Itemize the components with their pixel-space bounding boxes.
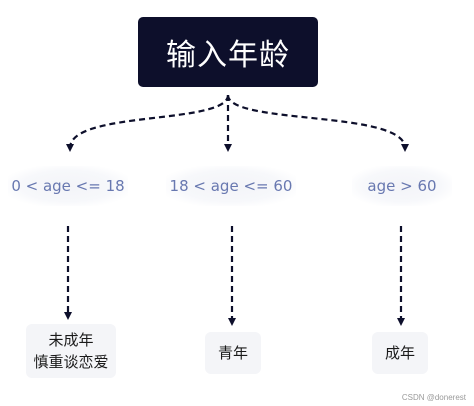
arrow-root-to-cond-3 (226, 94, 409, 152)
condition-label-1: 0 < age <= 18 (11, 177, 125, 195)
condition-node-3: age > 60 (352, 166, 452, 206)
arrow-root-to-cond-1 (66, 94, 230, 152)
condition-node-1: 0 < age <= 18 (8, 166, 128, 206)
result-3-label: 成年 (384, 344, 415, 362)
root-node: 输入年龄 (138, 17, 318, 87)
result-node-3: 成年 (372, 332, 428, 374)
condition-label-3: age > 60 (367, 177, 437, 195)
result-node-1: 未成年 慎重谈恋爱 (26, 324, 116, 378)
result-node-2: 青年 (205, 332, 261, 374)
result-1-line-1: 未成年 (48, 331, 94, 349)
condition-label-2: 18 < age <= 60 (169, 177, 293, 195)
watermark: CSDN @donerest (401, 393, 466, 402)
root-label: 输入年龄 (166, 38, 290, 73)
result-1-line-2: 慎重谈恋爱 (33, 353, 109, 371)
condition-node-2: 18 < age <= 60 (166, 166, 296, 206)
result-2-label: 青年 (217, 344, 248, 362)
